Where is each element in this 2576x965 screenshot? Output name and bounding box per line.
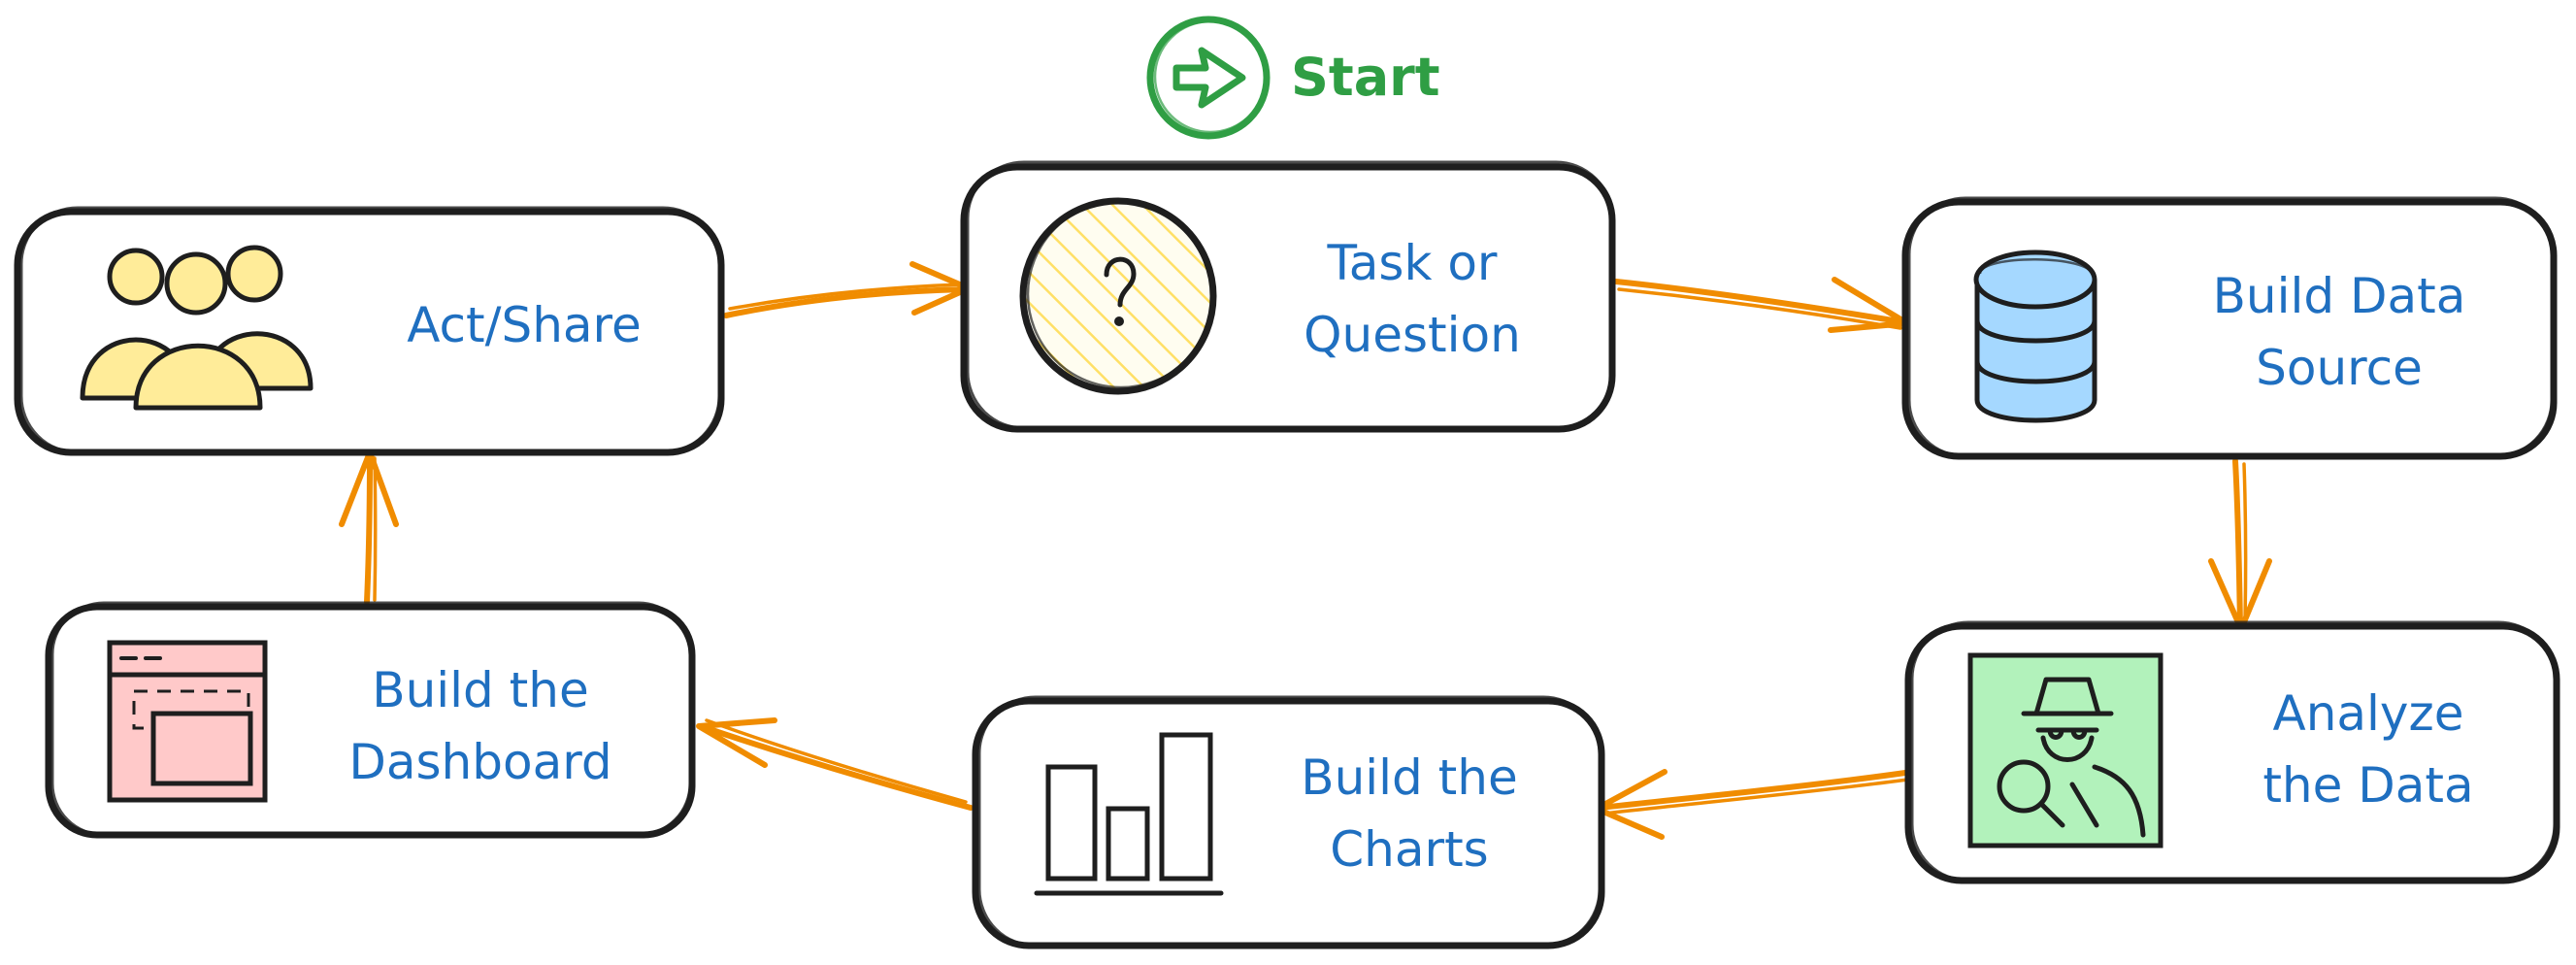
question-mark-icon [1019, 197, 1217, 395]
flow-arrows [339, 261, 2272, 840]
charts-label-line2: Charts [1330, 821, 1488, 878]
arrow-charts-to-dashboard [696, 717, 974, 811]
arrow-dashboard-to-act [339, 449, 399, 605]
node-build-the-charts[interactable]: Build the Charts [972, 695, 1605, 949]
node-analyze-the-data[interactable]: Analyze the Data [1904, 620, 2560, 884]
dashboard-label-line2: Dashboard [348, 734, 611, 790]
task-label-line1: Task or [1327, 235, 1498, 291]
analyze-label-line1: Analyze [2272, 685, 2463, 742]
dashboard-label-line1: Build the [372, 662, 588, 718]
arrow-source-to-analyze [2208, 458, 2272, 632]
node-task-or-question[interactable]: Task or Question [960, 160, 1616, 433]
people-group-icon [80, 245, 314, 411]
data-source-label-line1: Build Data [2213, 268, 2466, 324]
analyze-label-line2: the Data [2262, 757, 2473, 814]
charts-label-line1: Build the [1301, 749, 1517, 806]
arrow-task-to-source [1613, 277, 1910, 333]
task-label-line2: Question [1304, 307, 1521, 363]
start-arrow-icon [1146, 16, 1271, 140]
dashboard-window-icon [107, 640, 268, 803]
data-source-label-line2: Source [2256, 340, 2423, 396]
node-build-the-dashboard[interactable]: Build the Dashboard [45, 601, 696, 839]
node-build-data-source[interactable]: Build Data Source [1901, 196, 2558, 460]
start-label: Start [1291, 47, 1440, 108]
database-icon [1973, 250, 2097, 423]
start-marker: Start [1146, 16, 1440, 140]
detective-magnifier-icon [1967, 652, 2163, 849]
bar-chart-icon [1034, 732, 1224, 896]
arrow-act-to-task [723, 261, 972, 318]
arrow-analyze-to-charts [1594, 769, 1915, 840]
node-act-share[interactable]: Act/Share [14, 206, 725, 456]
act-share-label: Act/Share [407, 297, 642, 353]
